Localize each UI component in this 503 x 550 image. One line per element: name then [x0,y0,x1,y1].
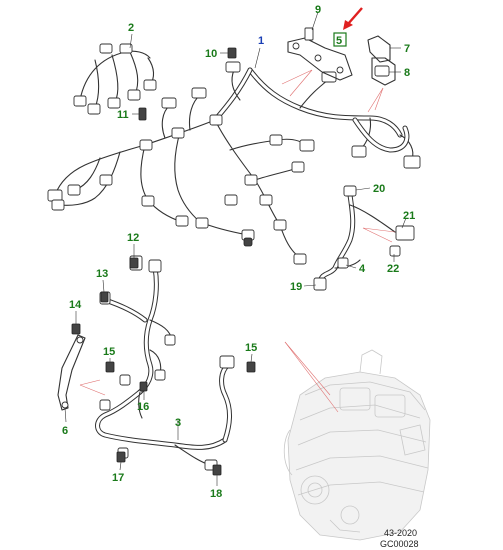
callout-10[interactable]: 10 [205,48,217,60]
main-engine-harness [47,61,421,265]
callout-18[interactable]: 18 [210,488,222,500]
callout-9[interactable]: 9 [315,4,321,16]
callout-15a[interactable]: 15 [103,346,115,358]
callout-5-highlight-box [333,32,347,47]
callout-6[interactable]: 6 [62,425,68,437]
callout-5[interactable]: 5 [336,35,342,47]
callout-19[interactable]: 19 [290,281,302,293]
callout-15b[interactable]: 15 [245,342,257,354]
callout-20[interactable]: 20 [373,183,385,195]
callout-7[interactable]: 7 [404,43,410,55]
callout-12[interactable]: 12 [127,232,139,244]
support-bracket [57,334,86,411]
callout-11[interactable]: 11 [117,109,129,121]
injector-harness [73,43,157,115]
callout-4[interactable]: 4 [359,263,366,275]
figure-reference-code: 43-2020 [384,528,417,538]
lower-fasteners [71,257,256,476]
figure-graphic-id: GC00028 [380,539,419,549]
callout-labels: 1 2 3 4 5 6 7 8 9 10 11 12 13 14 15 15 1… [62,4,415,500]
highlight-arrow-icon [343,7,363,30]
callout-13[interactable]: 13 [96,268,108,280]
lower-harness [95,255,235,471]
callout-22[interactable]: 22 [387,263,399,275]
callout-17[interactable]: 17 [112,472,124,484]
fastener-parts [138,47,237,121]
leader-lines [64,11,407,486]
callout-3[interactable]: 3 [175,417,181,429]
callout-2[interactable]: 2 [128,22,134,34]
bracket-assembly [287,27,396,86]
engine-ghost-illustration [283,349,431,541]
callout-8[interactable]: 8 [404,67,410,79]
callout-21[interactable]: 21 [403,210,415,222]
sensor-harness [313,185,415,291]
callout-1[interactable]: 1 [258,35,264,47]
callout-16[interactable]: 16 [137,401,149,413]
callout-14[interactable]: 14 [69,299,82,311]
